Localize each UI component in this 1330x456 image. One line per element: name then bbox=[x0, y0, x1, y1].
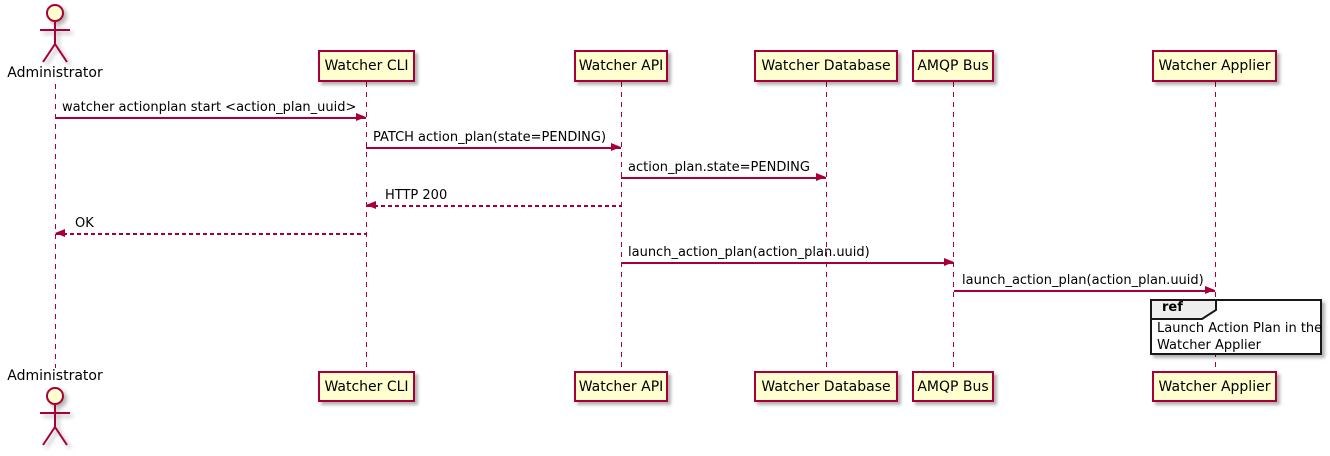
message-arrow bbox=[954, 290, 1215, 292]
message-arrow bbox=[366, 147, 621, 149]
actor-figure-icon bbox=[37, 386, 73, 448]
message-label: HTTP 200 bbox=[385, 188, 448, 203]
arrowhead-icon bbox=[611, 143, 621, 151]
message-label: launch_action_plan(action_plan.uuid) bbox=[628, 245, 870, 260]
lifeline-administrator bbox=[55, 84, 56, 368]
arrowhead-icon bbox=[816, 173, 826, 181]
ref-label: Launch Action Plan in the Watcher Applie… bbox=[1157, 320, 1322, 354]
message-label: PATCH action_plan(state=PENDING) bbox=[373, 130, 607, 145]
message-label: launch_action_plan(action_plan.uuid) bbox=[962, 273, 1204, 288]
participant-watcher-applier-bottom: Watcher Applier bbox=[1152, 371, 1277, 402]
participant-watcher-api-top: Watcher API bbox=[574, 50, 668, 82]
arrowhead-icon bbox=[55, 229, 65, 237]
participant-watcher-applier-top: Watcher Applier bbox=[1152, 50, 1277, 82]
message-arrow bbox=[621, 262, 954, 264]
actor-label-bottom: Administrator bbox=[7, 368, 103, 384]
message-label: watcher actionplan start <action_plan_uu… bbox=[62, 100, 357, 115]
arrowhead-icon bbox=[366, 201, 376, 209]
arrowhead-icon bbox=[944, 258, 954, 266]
message-arrow bbox=[55, 117, 366, 119]
arrowhead-icon bbox=[356, 113, 366, 121]
lifeline-watcher-database bbox=[826, 82, 827, 371]
ref-keyword: ref bbox=[1162, 300, 1183, 315]
participant-watcher-api-bottom: Watcher API bbox=[574, 371, 668, 402]
ref-label-line1: Launch Action Plan in the bbox=[1157, 321, 1323, 336]
message-label: OK bbox=[75, 216, 94, 231]
message-arrow bbox=[367, 205, 621, 207]
participant-amqp-bus-bottom: AMQP Bus bbox=[912, 371, 994, 402]
participant-amqp-bus-top: AMQP Bus bbox=[912, 50, 994, 82]
actor-figure-icon bbox=[37, 3, 73, 65]
actor-label-top: Administrator bbox=[7, 65, 103, 81]
participant-watcher-database-top: Watcher Database bbox=[754, 50, 898, 82]
message-label: action_plan.state=PENDING bbox=[628, 160, 810, 175]
lifeline-watcher-cli bbox=[366, 82, 367, 371]
ref-fragment: ref Launch Action Plan in the Watcher Ap… bbox=[1150, 299, 1322, 355]
lifeline-amqp-bus bbox=[953, 82, 954, 371]
lifeline-watcher-applier bbox=[1215, 82, 1216, 371]
message-arrow bbox=[621, 177, 826, 179]
ref-label-line2: Watcher Applier bbox=[1157, 338, 1261, 353]
arrowhead-icon bbox=[1205, 286, 1215, 294]
message-arrow bbox=[56, 233, 366, 235]
participant-watcher-cli-bottom: Watcher CLI bbox=[318, 371, 415, 402]
participant-watcher-database-bottom: Watcher Database bbox=[754, 371, 898, 402]
participant-watcher-cli-top: Watcher CLI bbox=[318, 50, 415, 82]
ref-tab: ref bbox=[1150, 299, 1220, 325]
lifeline-watcher-api bbox=[621, 82, 622, 371]
